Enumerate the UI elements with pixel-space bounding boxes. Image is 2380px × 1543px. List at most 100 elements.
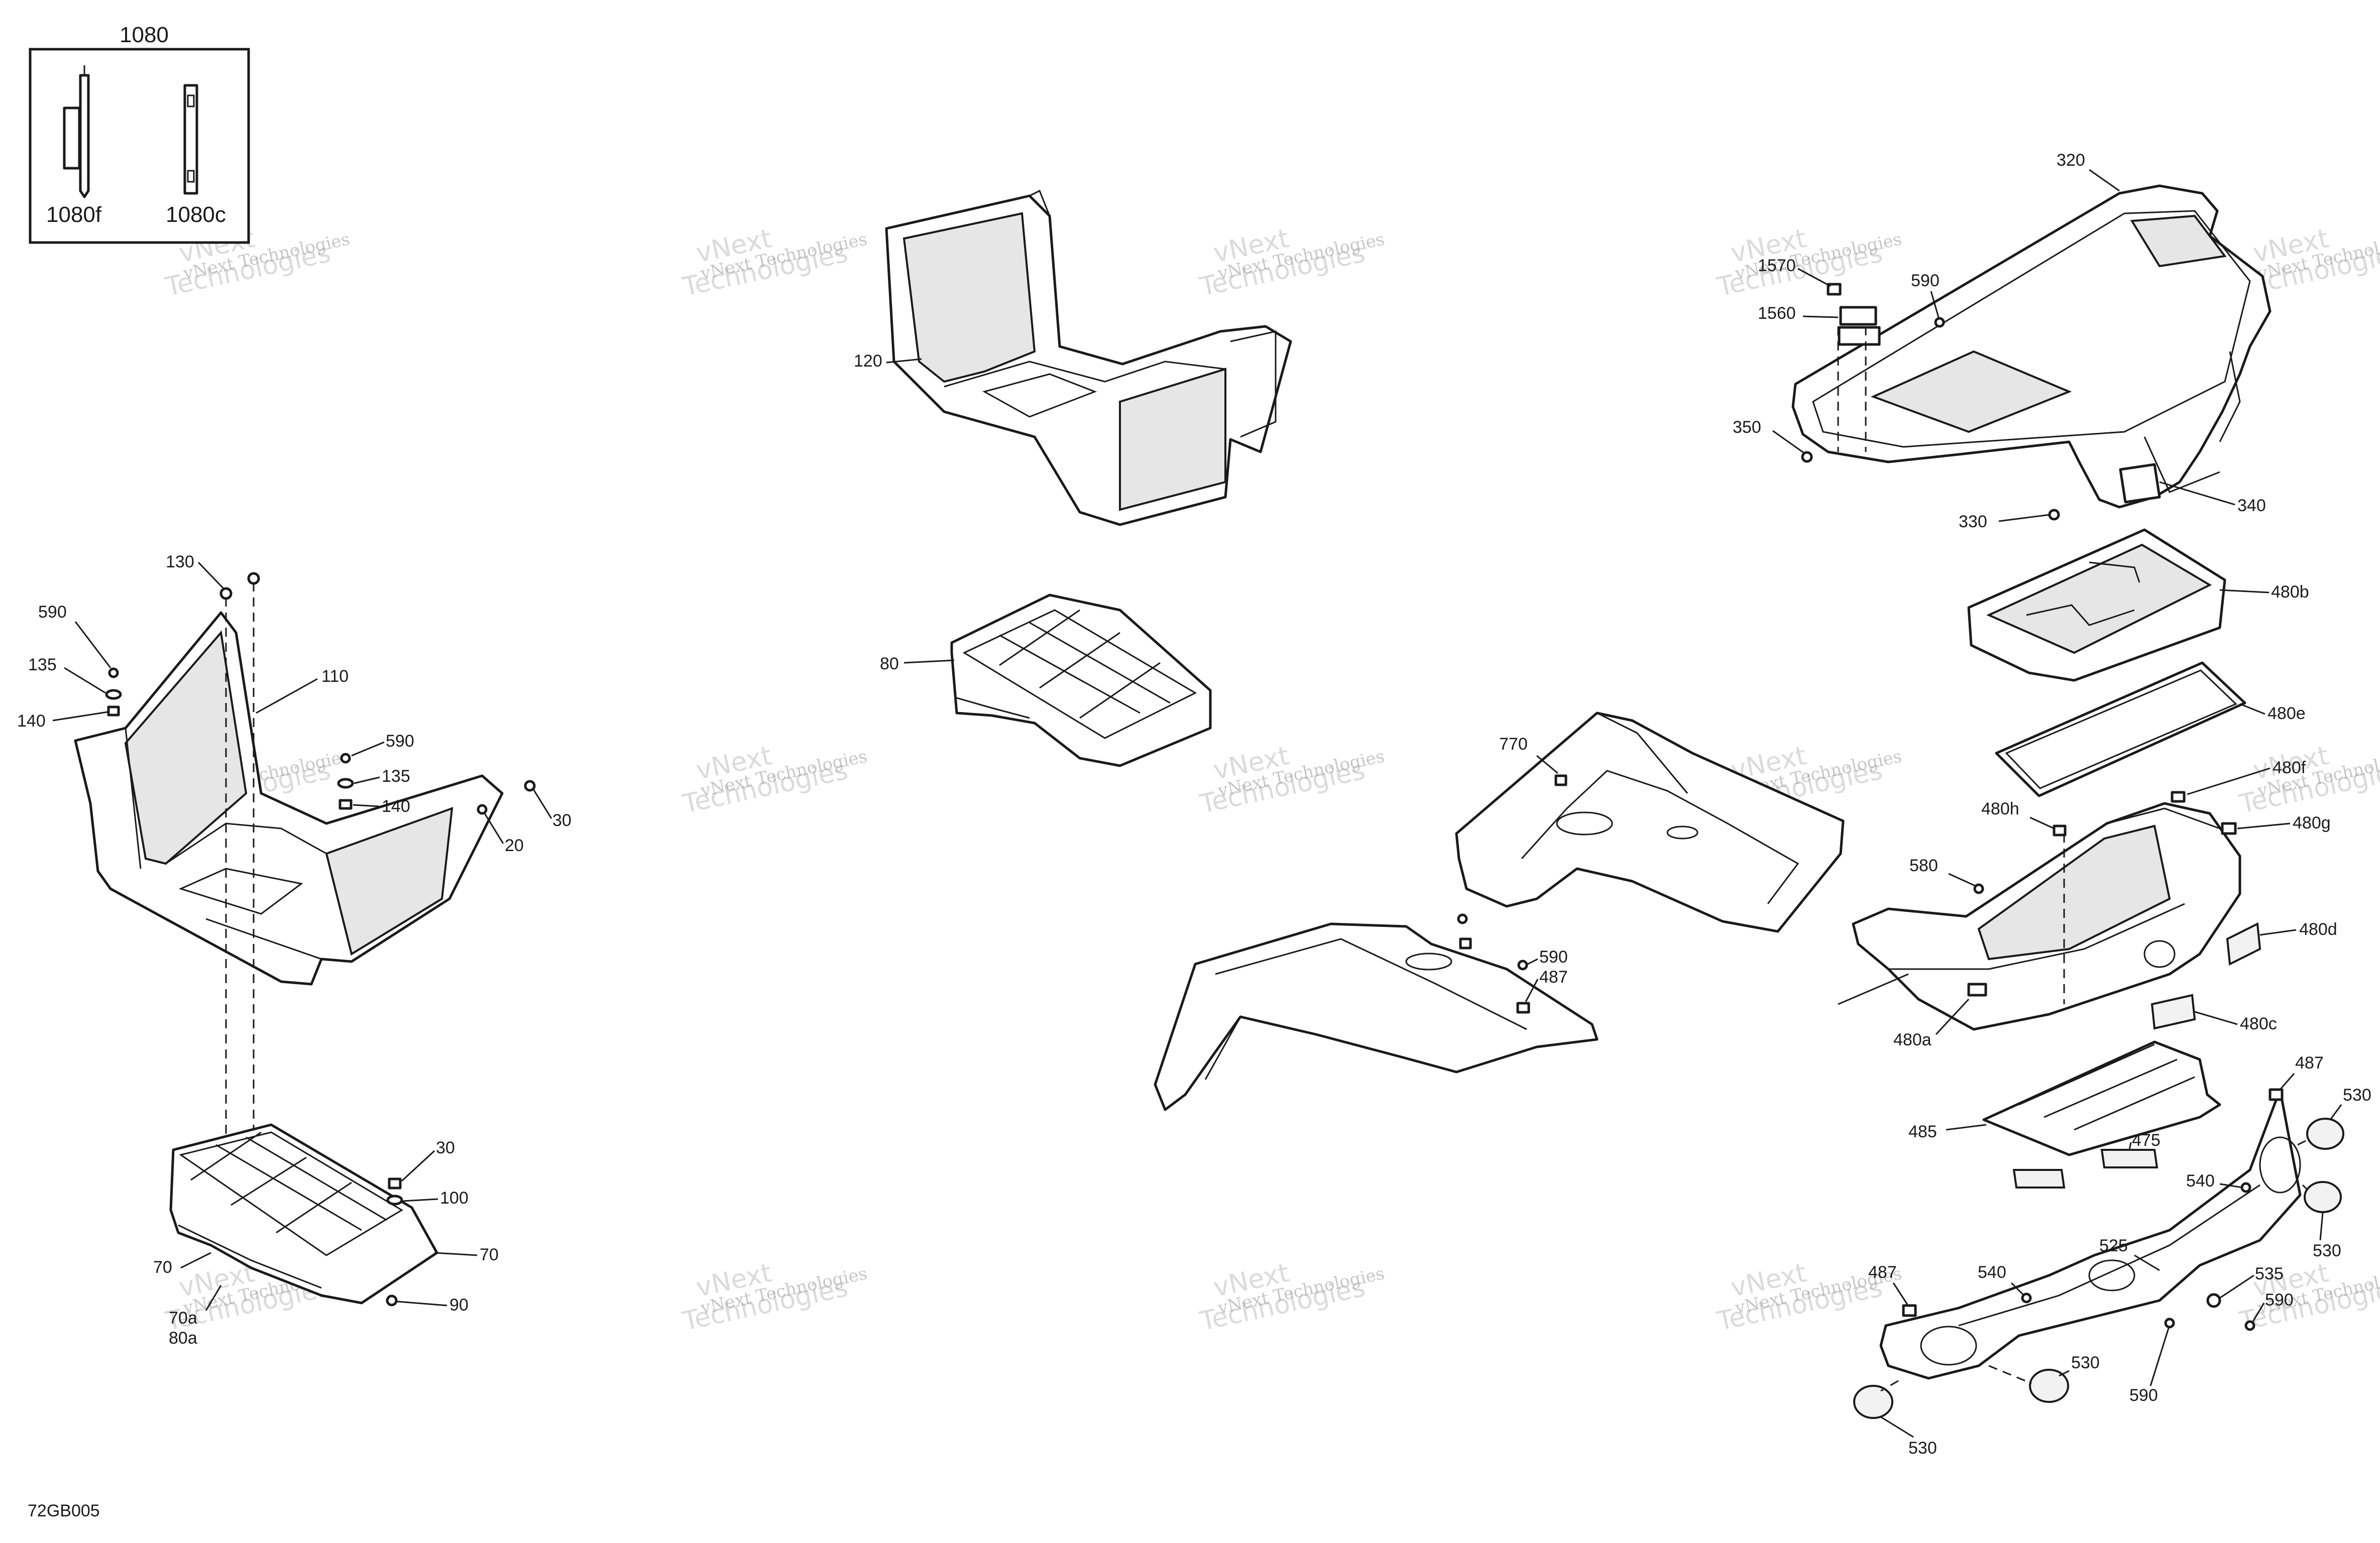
part-70-footrest [169,1123,438,1304]
watermark: vNext Technologies vNext Technologies [679,1258,869,1337]
part-480f-clip [2171,791,2186,803]
callout-590: 590 [2265,1290,2294,1310]
part-480d-cover [2226,922,2261,966]
washer-135a [105,689,122,700]
fastener-mid-a [1457,913,1468,924]
fastener-130a [219,587,233,600]
part-320-rack [1791,184,2272,509]
callout-80a: 80a [169,1329,197,1348]
callout-590: 590 [1539,947,1568,967]
callout-480c: 480c [2240,1014,2277,1033]
clip-487r [2269,1088,2284,1101]
part-480h-clip [2053,824,2067,837]
part-110-shell [74,611,504,986]
callout-485: 485 [1908,1122,1937,1141]
callout-525: 525 [2099,1236,2128,1255]
light-530a [2306,1118,2344,1150]
callout-530: 530 [2071,1353,2100,1372]
callout-70: 70 [153,1258,172,1277]
callout-30: 30 [552,811,572,830]
part-480c-cover [2150,994,2196,1030]
bracket-340 [2119,463,2161,504]
diagram-code: 72GB005 [28,1501,100,1520]
callout-330: 330 [1959,512,1987,531]
fastener-580 [1973,883,1984,894]
part-480g-clip [2221,822,2237,835]
label-1080f: 1080f [46,202,102,227]
watermark: vNext Technologies vNext Technologies [1197,223,1386,302]
callout-480f: 480f [2273,758,2306,777]
clip-mid-b [1459,937,1472,949]
fastener-590m [1517,960,1528,971]
callout-480h: 480h [1981,799,2019,818]
callout-480b: 480b [2271,582,2309,602]
nut-30b [388,1177,402,1190]
callout-110: 110 [321,667,349,686]
grommet-540r [2240,1182,2251,1193]
callout-530: 530 [2313,1241,2341,1260]
part-front-fender [1154,922,1599,1111]
callout-540: 540 [1978,1263,2006,1282]
fastener-590b [340,753,351,764]
bolt-350 [1801,451,1813,463]
kit-1080: 1080 1080f 1080c [29,23,250,244]
callout-320: 320 [2057,151,2085,170]
grommet-540l [2021,1292,2032,1303]
callout-20: 20 [505,836,524,855]
fastener-590r2 [2164,1318,2175,1329]
watermark: vNext Technologies vNext Technologies [1197,741,1386,819]
callout-590: 590 [38,603,67,622]
callout-135: 135 [28,655,57,674]
label-1080c: 1080c [166,202,226,227]
washer-135b [337,778,354,789]
fastener-20 [477,804,488,815]
light-530d [1853,1385,1893,1419]
bolt-90 [386,1294,398,1307]
tool-1080f-illustration [63,65,90,198]
part-480a-box [1852,802,2241,1031]
part-485-mat [1982,1040,2221,1156]
clip-487m [1516,1002,1530,1014]
tool-1080c-illustration [183,84,198,195]
callout-590: 590 [2129,1386,2158,1405]
callout-770: 770 [1499,735,1528,754]
kit-label: 1080 [120,23,169,47]
watermark: vNext Technologies vNext Technologies [679,223,869,302]
callout-120: 120 [854,351,882,371]
callout-487: 487 [1868,1263,1897,1282]
callout-487: 487 [2295,1053,2324,1073]
watermark: vNext Technologies vNext Technologies [1714,1258,1903,1337]
callout-130: 130 [166,552,194,571]
callout-70: 70 [480,1245,499,1264]
callout-340: 340 [2237,496,2266,515]
fastener-590r [1934,317,1945,328]
fastener-770 [1554,774,1567,786]
grommet-535 [2206,1293,2221,1308]
callout-480e: 480e [2268,704,2306,723]
callout-487: 487 [1539,968,1568,987]
part-1560-clamp [1838,306,1881,346]
part-525-bumper [1879,1088,2302,1380]
callout-100: 100 [440,1189,469,1208]
fastener-590a [108,667,119,678]
watermark: vNext Technologies vNext Technologies [1197,1258,1386,1337]
callout-580: 580 [1909,856,1938,875]
callout-90: 90 [449,1295,469,1315]
light-530b [2304,1181,2342,1213]
part-480b-lid [1967,528,2226,682]
callout-480a: 480a [1893,1030,1932,1049]
bolt-330 [2048,509,2060,521]
fastener-1570 [1827,283,1842,296]
callout-480d: 480d [2299,920,2337,939]
callout-135: 135 [382,767,410,786]
callout-70a: 70a [169,1309,197,1328]
part-475-pad [2012,1149,2159,1189]
watermark: vNext Technologies vNext Technologies [1714,223,1903,302]
callout-590: 590 [386,732,414,751]
fastener-30a [524,780,536,792]
watermark: vNext Technologies vNext Technologies [679,741,869,819]
callout-140: 140 [382,797,410,816]
clip-487l [1902,1304,1917,1317]
callout-1570: 1570 [1758,256,1796,275]
